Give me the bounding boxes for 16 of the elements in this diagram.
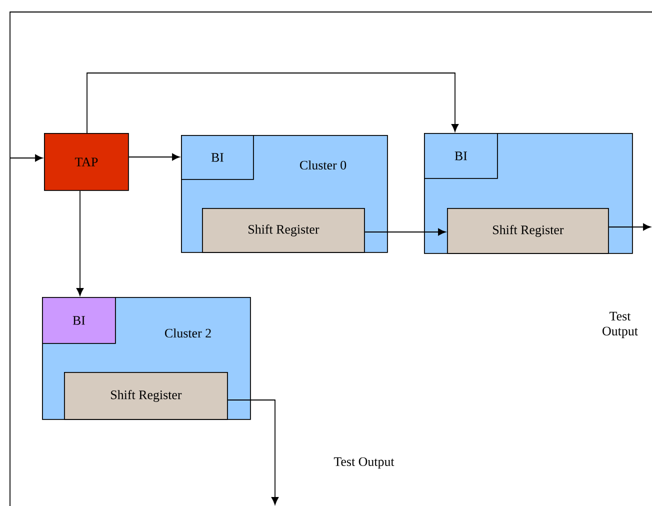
arrow (128, 153, 180, 161)
shift-register-box: Shift Register (202, 208, 365, 253)
output-label: Test Output (602, 312, 638, 338)
shift-register-box: Shift Register (447, 208, 609, 254)
bi-box: BI (181, 135, 254, 180)
arrow (76, 190, 84, 296)
arrow (227, 400, 279, 505)
arrow (364, 228, 446, 236)
shift-register-box: Shift Register (64, 372, 228, 420)
tap-box: TAP (44, 133, 129, 191)
bi-box: BI (42, 297, 116, 344)
output-label: Test Output (334, 457, 394, 469)
bi-box: BI (424, 133, 498, 179)
arrow (10, 154, 43, 162)
arrow (86, 72, 459, 134)
arrow (608, 223, 651, 231)
